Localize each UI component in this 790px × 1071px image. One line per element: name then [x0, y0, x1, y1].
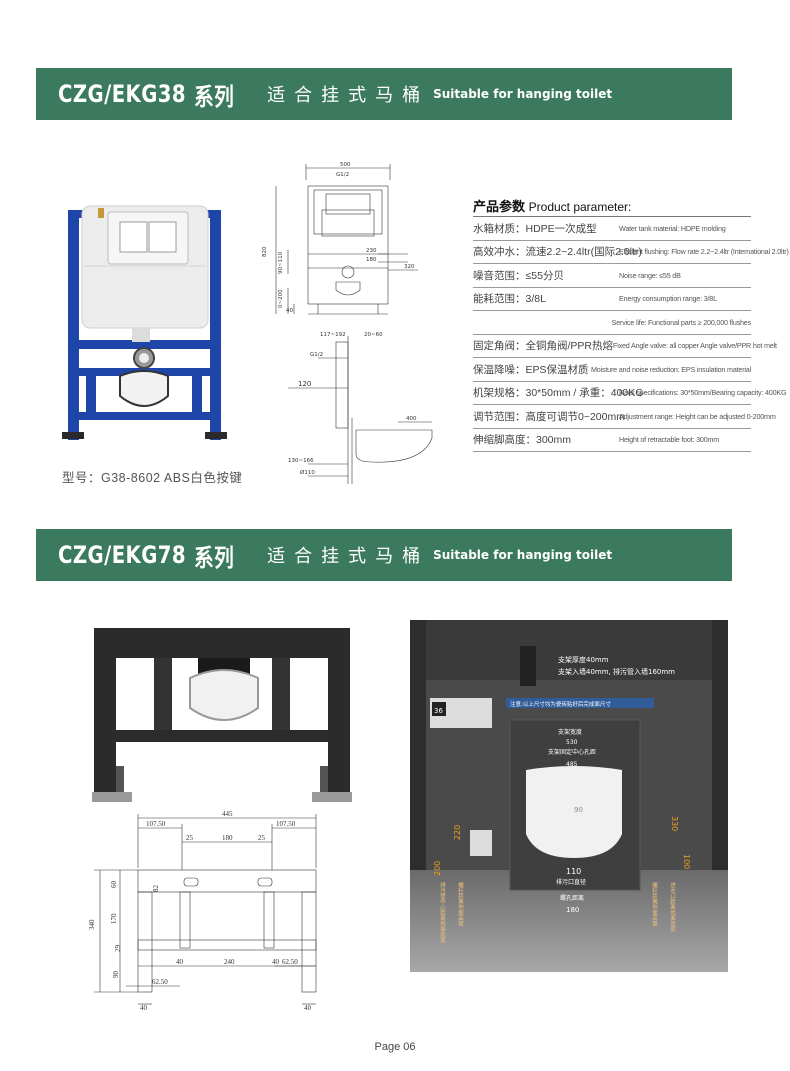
photo-notice: 注意:以上尺寸均为瓷砖贴好后完成面尺寸	[510, 700, 611, 708]
photo-100: 100	[682, 854, 691, 869]
dim-25-right: 25	[258, 834, 266, 842]
dim-60: 60	[110, 881, 118, 889]
param-row: Service life: Functional parts ≥ 200,000…	[473, 311, 751, 335]
photo-depth: 支架入墙40mm, 排污管入墙160mm	[558, 667, 675, 676]
photo-right-v1: 螺杆距离地面高度	[651, 881, 658, 928]
photo-center: 485	[566, 761, 578, 768]
photo-right-v2: 进水口距离地面高度	[669, 881, 676, 933]
dim-40-b: 40	[272, 958, 280, 966]
dim-230: 230	[366, 248, 377, 254]
photo-center-label: 支架固定中心孔距	[548, 748, 596, 756]
installation-photo: 36 注意:以上尺寸均为瓷砖贴好后完成面尺寸 支架厚度40mm 支架入墙40mm…	[410, 620, 728, 972]
dim-40-c: 40	[140, 1004, 148, 1012]
params-title-en: Product parameter:	[528, 200, 632, 214]
params-title: 产品参数 Product parameter:	[473, 196, 751, 217]
dim-340: 340	[88, 919, 96, 930]
dim-width: 500	[340, 162, 351, 168]
dim-445: 445	[222, 810, 233, 818]
dim-180: 180	[222, 834, 233, 842]
section-banner-ekg38: CZG/EKG38 系列 适合挂式马桶 Suitable for hanging…	[36, 68, 732, 120]
en-subtitle: Suitable for hanging toilet	[433, 87, 613, 101]
cn-subtitle: 适合挂式马桶	[267, 85, 430, 106]
series-word: 系列	[194, 543, 235, 572]
photo-330: 330	[670, 816, 679, 831]
series-model: CZG/EKG78	[58, 541, 186, 569]
dim-40: 40	[286, 308, 293, 314]
dim-90: 90	[112, 971, 120, 979]
dim-320: 320	[404, 264, 415, 270]
photo-220: 220	[453, 825, 462, 840]
photo-110: 110	[566, 867, 581, 876]
ekg38-technical-drawing: 500 G1/2 820 90~110 230 180 320 0~200 40…	[262, 162, 433, 484]
photo-width-label: 支架宽度	[558, 728, 582, 736]
dim-240: 240	[224, 958, 235, 966]
dim-82: 82	[152, 885, 160, 893]
dim-130-166: 130~166	[288, 458, 314, 464]
page-number: Page 06	[374, 1041, 416, 1053]
photo-hole-label: 螺孔距离	[560, 894, 584, 902]
photo-90: 90	[574, 806, 583, 814]
dim-0-200: 0~200	[278, 289, 284, 308]
series-word: 系列	[194, 82, 235, 111]
dim-20-60: 20~60	[364, 332, 383, 338]
photo-display: 36	[434, 707, 443, 715]
photo-drain: 排污口直径	[556, 878, 586, 886]
dim-40-d: 40	[304, 1004, 312, 1012]
ekg78-technical-drawing: 445 107.50 107.50 180 25 25 60 82 340 17…	[88, 810, 317, 1012]
dim-180: 180	[366, 257, 377, 263]
dim-62-50-left: 62.50	[152, 978, 168, 986]
series-model: CZG/EKG38	[58, 80, 186, 108]
dim-29: 29	[114, 945, 122, 953]
photo-200: 200	[433, 861, 442, 876]
section-banner-ekg78: CZG/EKG78 系列 适合挂式马桶 Suitable for hanging…	[36, 529, 732, 581]
dim-90-110: 90~110	[278, 251, 284, 274]
dim-120: 120	[298, 380, 311, 388]
en-subtitle: Suitable for hanging toilet	[433, 548, 613, 562]
params-title-cn: 产品参数	[473, 199, 526, 214]
photo-left-v2: 螺杆距离地面高度	[457, 881, 464, 928]
dim-g12: G1/2	[336, 172, 349, 178]
model-caption: 型号：G38-8602 ABS白色按键	[62, 471, 243, 485]
cn-subtitle: 适合挂式马桶	[267, 546, 430, 567]
photo-width: 530	[566, 739, 578, 746]
dim-820: 820	[262, 246, 268, 257]
photo-thickness: 支架厚度40mm	[558, 655, 609, 664]
dim-107-right: 107.50	[276, 820, 296, 828]
dim-107-left: 107.50	[146, 820, 166, 828]
dim-400: 400	[406, 416, 417, 422]
concealed-cistern-frame-image	[62, 205, 227, 440]
dim-110: Ø110	[300, 469, 315, 476]
dim-40-a: 40	[176, 958, 184, 966]
param-row: 高效冲水：流速2.2~2.4ltr(国际2.0ltr)Efficient flu…	[473, 241, 789, 264]
photo-left-v1: 排污管中心距离地面高度	[439, 881, 446, 944]
steel-frame-image	[92, 628, 352, 802]
dim-25-left: 25	[186, 834, 194, 842]
dim-g12-side: G1/2	[310, 352, 323, 358]
dim-170: 170	[110, 913, 118, 924]
dim-62-50-right: 62.50	[282, 958, 298, 966]
dim-117-192: 117~192	[320, 332, 346, 338]
photo-hole: 180	[566, 906, 579, 914]
